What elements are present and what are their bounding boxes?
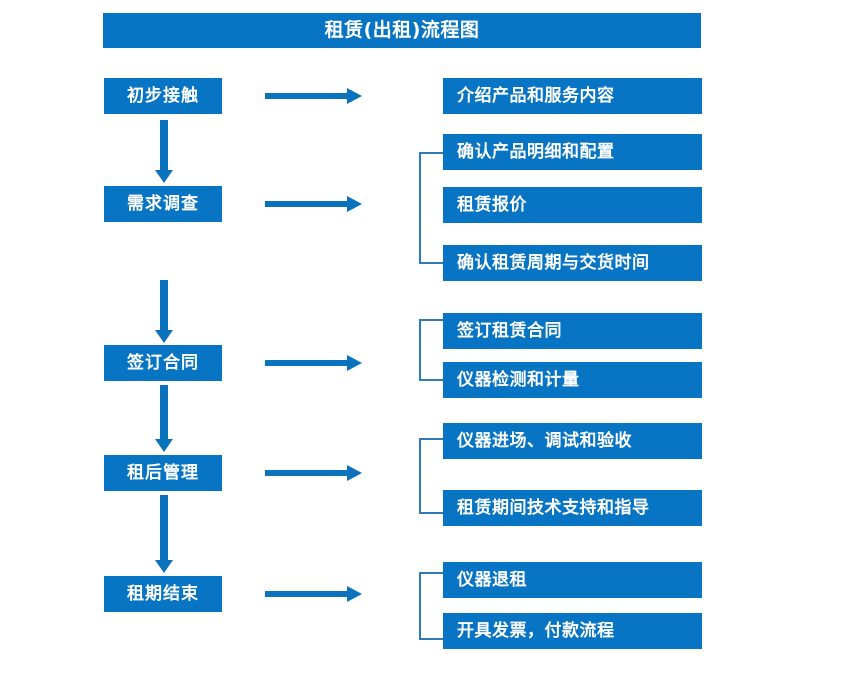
vertical-arrow-3 (155, 385, 173, 452)
arrow-head-down-icon (155, 439, 173, 452)
vertical-arrow-1 (155, 120, 173, 183)
stage-box-5[interactable]: 租期结束 (104, 576, 222, 612)
group-bracket-3 (419, 438, 443, 514)
stage-box-4[interactable]: 租后管理 (104, 455, 222, 491)
arrow-shaft (265, 591, 348, 597)
arrow-head-right-icon (347, 88, 362, 104)
arrow-head-down-icon (155, 330, 173, 343)
horizontal-arrow-4 (265, 465, 362, 481)
detail-box-4[interactable]: 确认租赁周期与交货时间 (443, 245, 702, 281)
detail-box-9[interactable]: 仪器退租 (443, 562, 702, 598)
detail-box-1[interactable]: 介绍产品和服务内容 (443, 78, 702, 114)
detail-box-8[interactable]: 租赁期间技术支持和指导 (443, 490, 702, 526)
arrow-shaft (265, 470, 348, 476)
stage-box-1[interactable]: 初步接触 (104, 78, 222, 114)
arrow-shaft (160, 280, 168, 330)
group-bracket-2 (419, 319, 443, 381)
group-bracket-4 (419, 572, 443, 640)
vertical-arrow-4 (155, 495, 173, 573)
vertical-arrow-2 (155, 280, 173, 343)
detail-box-10[interactable]: 开具发票，付款流程 (443, 613, 702, 649)
detail-box-3[interactable]: 租赁报价 (443, 187, 702, 223)
page-title: 租赁(出租)流程图 (103, 13, 701, 48)
stage-box-2[interactable]: 需求调查 (104, 186, 222, 222)
arrow-shaft (160, 495, 168, 560)
detail-box-5[interactable]: 签订租赁合同 (443, 313, 702, 349)
detail-box-2[interactable]: 确认产品明细和配置 (443, 134, 702, 170)
arrow-shaft (265, 360, 348, 366)
arrow-head-down-icon (155, 170, 173, 183)
arrow-head-right-icon (347, 465, 362, 481)
detail-box-6[interactable]: 仪器检测和计量 (443, 362, 702, 398)
horizontal-arrow-5 (265, 586, 362, 602)
arrow-shaft (265, 201, 348, 207)
horizontal-arrow-1 (265, 88, 362, 104)
arrow-shaft (265, 93, 348, 99)
detail-box-7[interactable]: 仪器进场、调试和验收 (443, 423, 702, 459)
arrow-head-right-icon (347, 586, 362, 602)
arrow-head-right-icon (347, 196, 362, 212)
arrow-shaft (160, 385, 168, 439)
arrow-shaft (160, 120, 168, 170)
group-bracket-1 (419, 152, 443, 264)
horizontal-arrow-2 (265, 196, 362, 212)
stage-box-3[interactable]: 签订合同 (104, 345, 222, 381)
horizontal-arrow-3 (265, 355, 362, 371)
arrow-head-down-icon (155, 560, 173, 573)
arrow-head-right-icon (347, 355, 362, 371)
